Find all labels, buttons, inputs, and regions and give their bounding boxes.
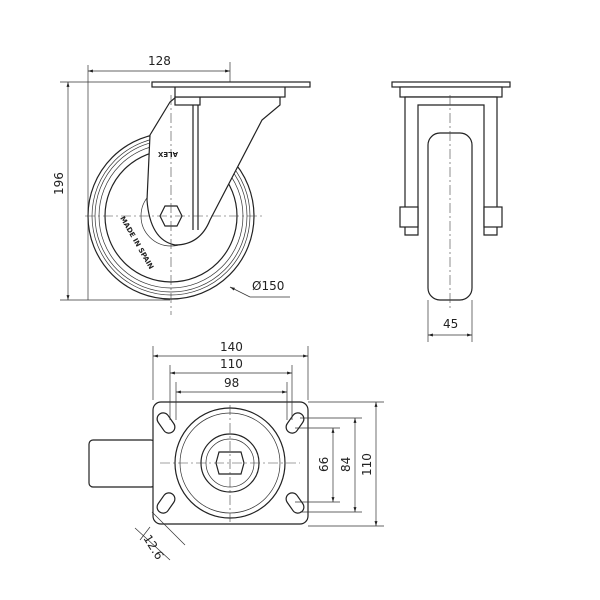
dim-128-label: 128 [148,54,171,68]
front-view: 45 [391,81,511,342]
dim-110-right-label: 110 [360,453,374,476]
side-view: 128 196 ALEX MADE IN SPAIN Ø150 [52,54,311,315]
brand-mark: ALEX [157,150,178,158]
top-plate [151,81,311,88]
dim-98-label: 98 [224,376,239,390]
dim-196-label: 196 [52,172,66,195]
bottom-view: 140 110 98 66 84 110 12.6 [88,340,384,562]
dim-110-top-label: 110 [220,357,243,371]
dim-12-6-label: 12.6 [140,532,166,562]
dim-45-label: 45 [443,317,458,331]
dim-150-label: Ø150 [252,279,284,293]
dim-84-label: 84 [339,457,353,472]
brake-lever [174,96,201,106]
dim-66-label: 66 [317,457,331,472]
dim-140-label: 140 [220,340,243,354]
brake-stem [88,439,156,488]
fork [146,96,281,246]
mounting-slots [156,412,305,514]
